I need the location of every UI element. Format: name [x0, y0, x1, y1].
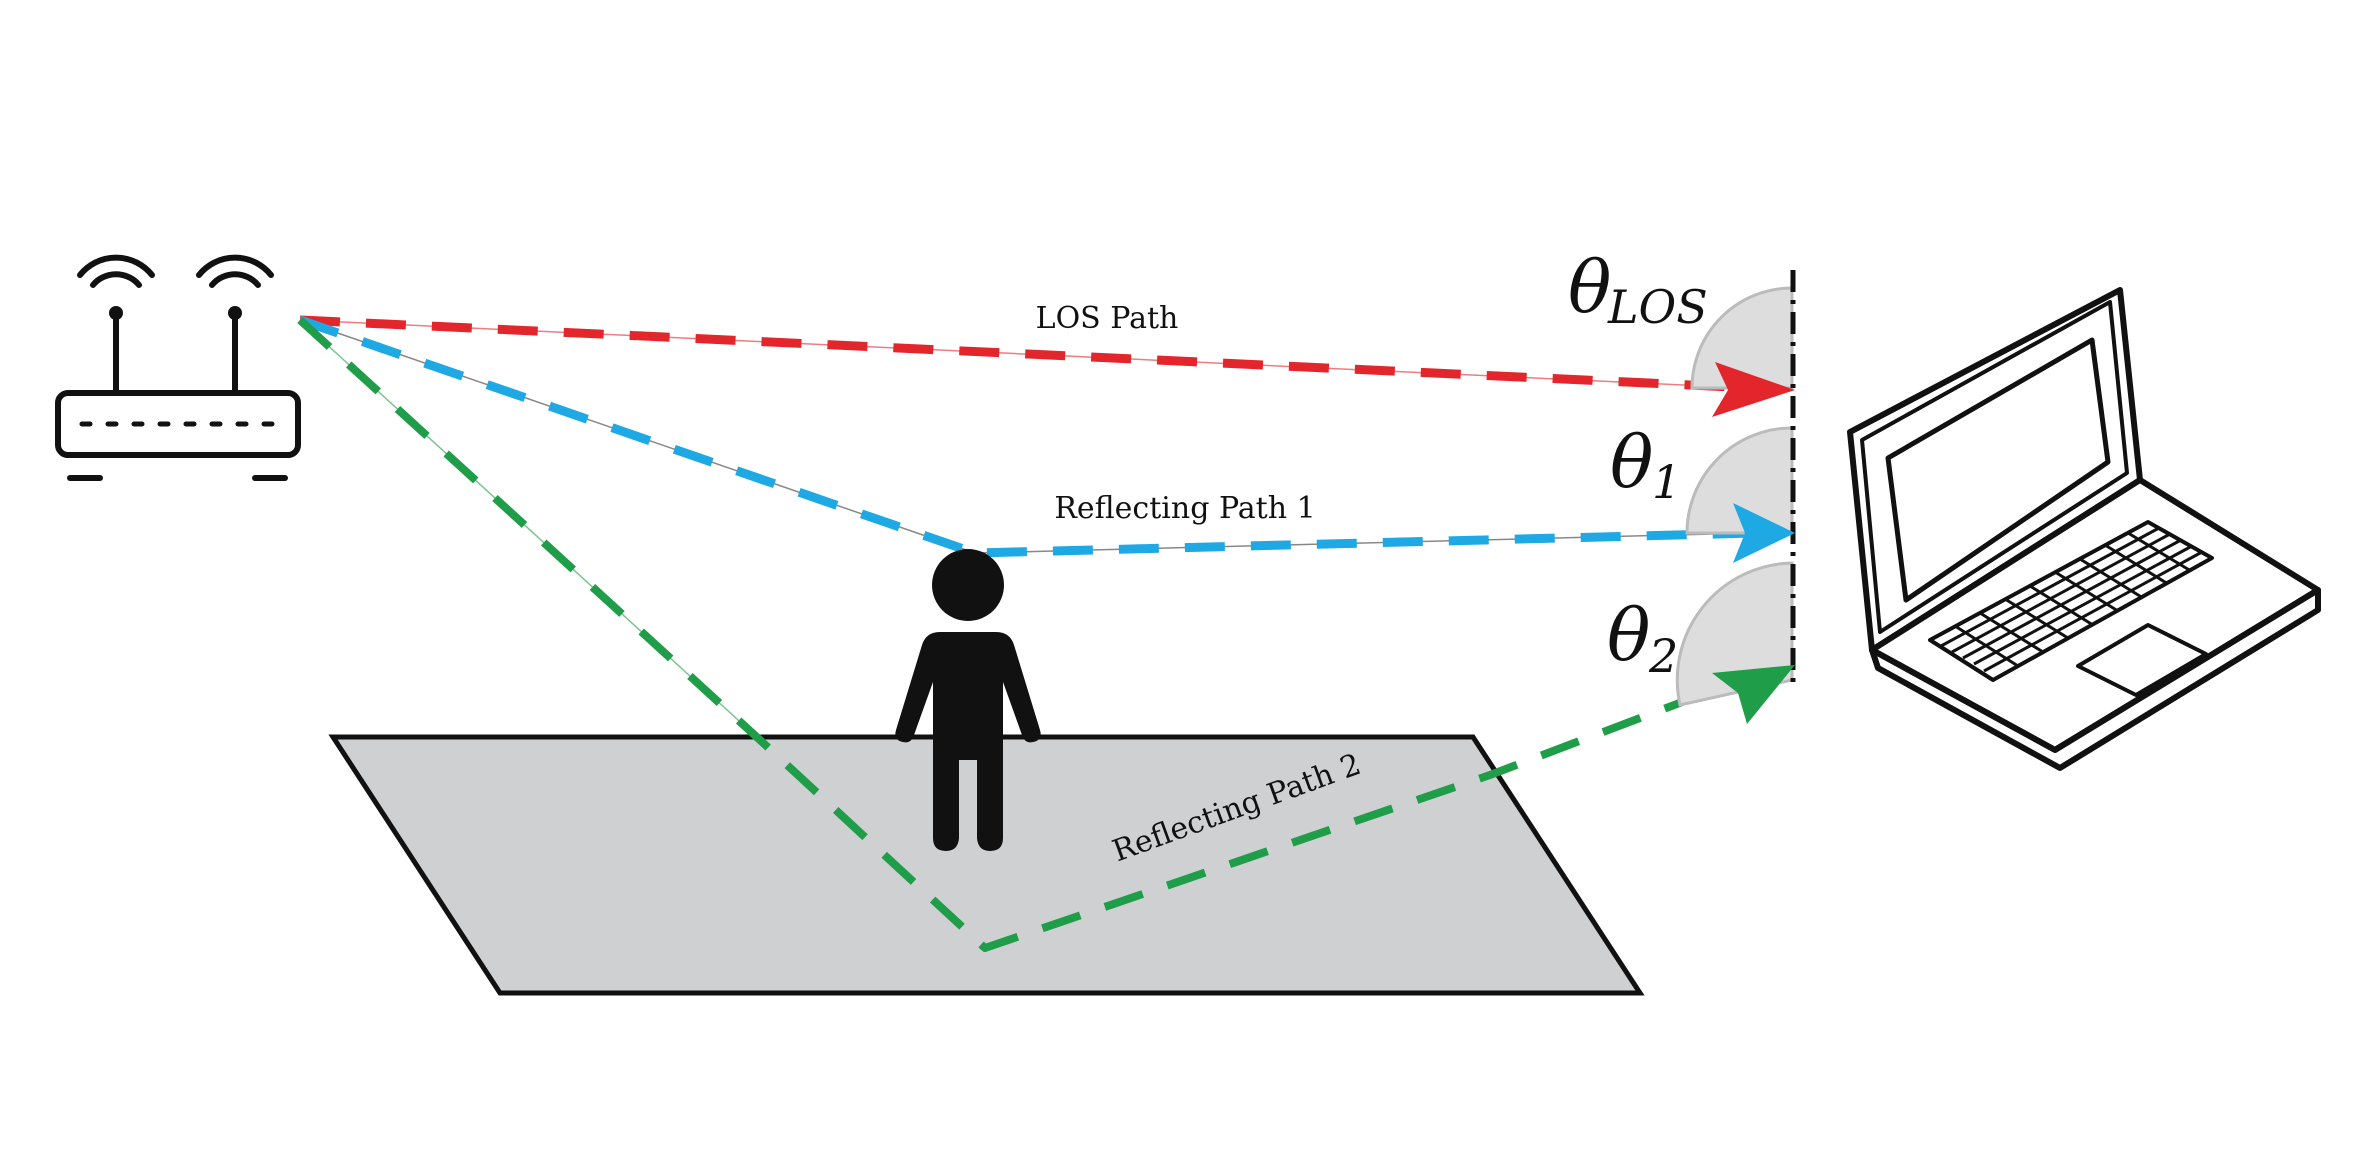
theta-symbol: θ [1568, 245, 1611, 329]
laptop-icon [1847, 287, 2321, 771]
person-icon [895, 549, 1041, 851]
theta-1-label: θ 1 [1610, 420, 1681, 509]
floor-surface [328, 734, 1645, 996]
reflecting-path-1-arrowhead [1733, 503, 1795, 563]
wifi-router-icon [55, 254, 301, 481]
reflecting-path-2-line [297, 317, 1742, 952]
theta-subscript: 2 [1648, 629, 1678, 683]
trackpad [2076, 623, 2208, 697]
reflecting-path-2-arrowhead [1712, 665, 1795, 724]
theta-los-label: θ LOS [1568, 245, 1708, 334]
los-path-line [299, 315, 1756, 393]
theta-subscript: 1 [1652, 455, 1681, 509]
angle-sectors [1675, 286, 1794, 707]
theta-symbol: θ [1607, 593, 1650, 677]
theta-symbol: θ [1610, 420, 1653, 504]
angle-sector-1 [1685, 426, 1794, 535]
los-arrowhead [1712, 362, 1795, 417]
theta-subscript: LOS [1607, 280, 1708, 334]
los-path-label: LOS Path [1036, 301, 1179, 336]
reflecting-path-1-label: Reflecting Path 1 [1054, 491, 1315, 526]
theta-2-label: θ 2 [1607, 593, 1678, 683]
